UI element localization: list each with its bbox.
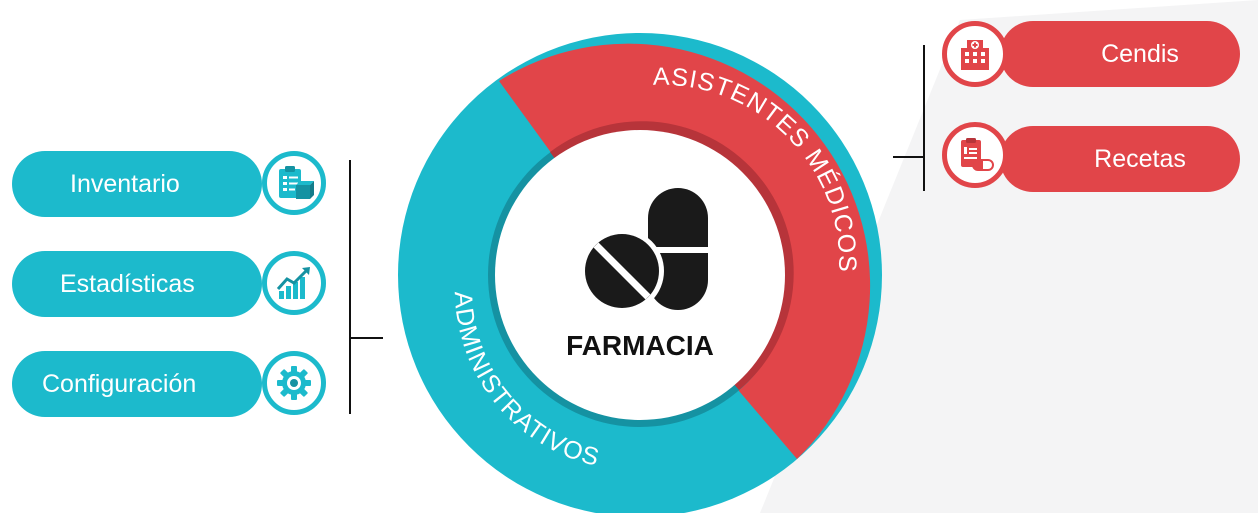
bar-chart-trend-icon [262, 251, 326, 315]
hospital-icon [942, 21, 1008, 87]
module-recetas-label: Recetas [1094, 144, 1186, 173]
module-recetas[interactable]: Recetas [1000, 126, 1240, 192]
module-estadisticas[interactable]: Estadísticas [12, 251, 262, 317]
module-inventario-label: Inventario [70, 169, 180, 198]
pills-icon [580, 188, 708, 313]
medical-bracket-connector [893, 156, 925, 158]
module-configuracion-label: Configuración [42, 369, 197, 398]
medical-bracket-vertical [923, 45, 925, 191]
module-cendis-label: Cendis [1101, 39, 1179, 68]
center-title: FARMACIA [566, 330, 714, 361]
clipboard-box-icon [262, 151, 326, 215]
module-inventario[interactable]: Inventario [12, 151, 262, 217]
module-estadisticas-label: Estadísticas [60, 269, 195, 298]
gear-icon [262, 351, 326, 415]
module-cendis[interactable]: Cendis [1000, 21, 1240, 87]
prescription-pills-icon [942, 122, 1008, 188]
admin-bracket-connector [349, 337, 383, 339]
admin-bracket-vertical [349, 160, 351, 414]
module-configuracion[interactable]: Configuración [12, 351, 262, 417]
